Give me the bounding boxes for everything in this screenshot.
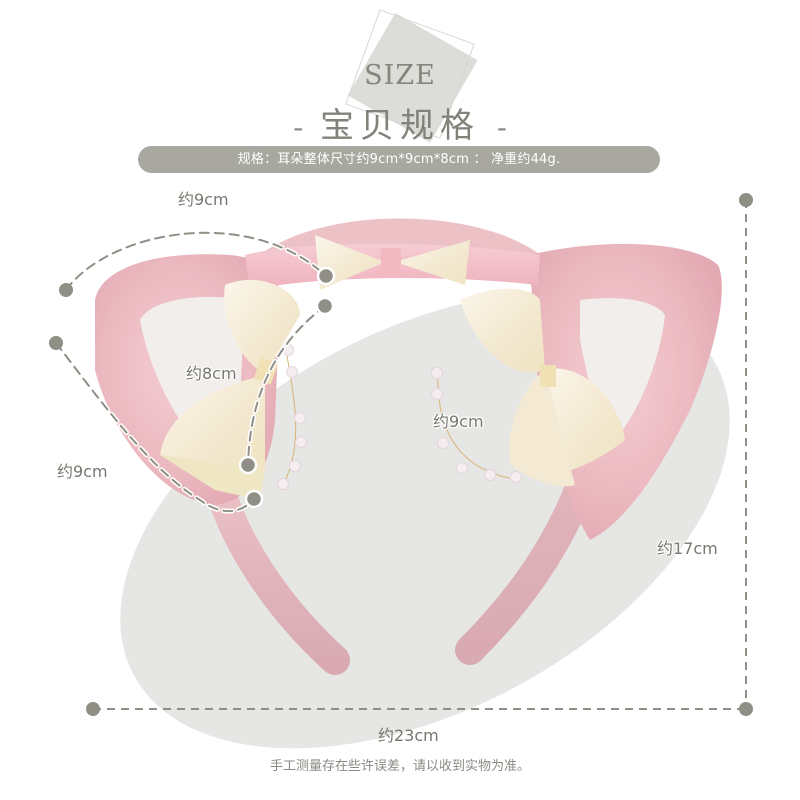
right-satin-bow (460, 288, 625, 487)
left-pearl-chain (277, 344, 307, 491)
spec-banner: 规格：耳朵整体尺寸约9cm*9cm*8cm ： 净重约44g. (138, 146, 660, 173)
dimension-ear-inner (245, 303, 328, 468)
dimension-ear-top (63, 230, 329, 293)
dimension-endpoint-dots (49, 193, 753, 716)
label-total-height: 约17cm (657, 539, 718, 558)
measurement-disclaimer: 手工测量存在些许误差，请以收到实物为准。 (269, 759, 530, 774)
label-pearl-chain-length: 约9cm (433, 412, 484, 431)
title-product-spec: - 宝贝规格 - (0, 98, 800, 147)
left-satin-bow (160, 279, 300, 500)
label-ear-inner-height: 约8cm (186, 364, 237, 383)
title-dash-right: - (496, 111, 507, 144)
dimension-ear-outer (53, 340, 257, 514)
right-pearl-chain (431, 367, 522, 483)
label-total-width: 约23cm (378, 726, 439, 745)
title-dash-left: - (293, 111, 304, 144)
label-ear-top-width: 约9cm (178, 190, 229, 209)
label-ear-outer-height: 约9cm (57, 462, 108, 481)
title-decor-diamond (345, 9, 478, 143)
title-size: SIZE (364, 60, 436, 91)
title-cn-text: 宝贝规格 (320, 106, 480, 146)
